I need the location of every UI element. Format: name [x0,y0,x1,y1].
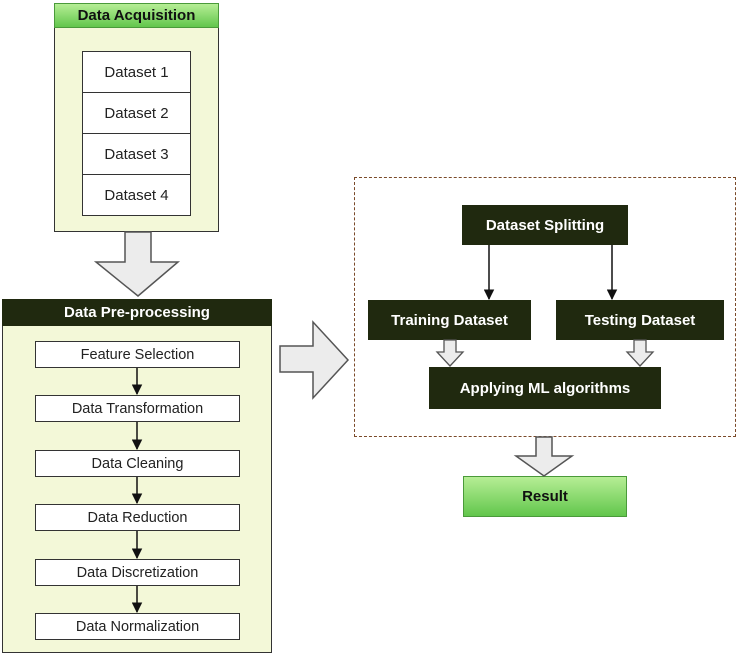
step-data-cleaning: Data Cleaning [35,450,240,477]
training-dataset-box: Training Dataset [368,300,531,340]
ml-algorithms-box: Applying ML algorithms [429,367,661,409]
training-to-ml-arrow [435,339,465,367]
testing-to-ml-arrow [625,339,655,367]
step-data-reduction: Data Reduction [35,504,240,531]
data-acquisition-header: Data Acquisition [54,3,219,28]
step-data-discretization: Data Discretization [35,559,240,586]
data-preprocessing-header: Data Pre-processing [2,299,272,326]
step-data-transformation: Data Transformation [35,395,240,422]
step-feature-selection: Feature Selection [35,341,240,368]
block-arrow-right [279,320,350,400]
dataset-splitting-box: Dataset Splitting [462,205,628,245]
result-box: Result [463,476,627,517]
step-data-normalization: Data Normalization [35,613,240,640]
dataset-4-box: Dataset 4 [82,174,191,216]
dataset-1-box: Dataset 1 [82,51,191,93]
testing-dataset-box: Testing Dataset [556,300,724,340]
block-arrow-down-1 [93,231,181,297]
container-to-result-arrow [513,436,575,477]
